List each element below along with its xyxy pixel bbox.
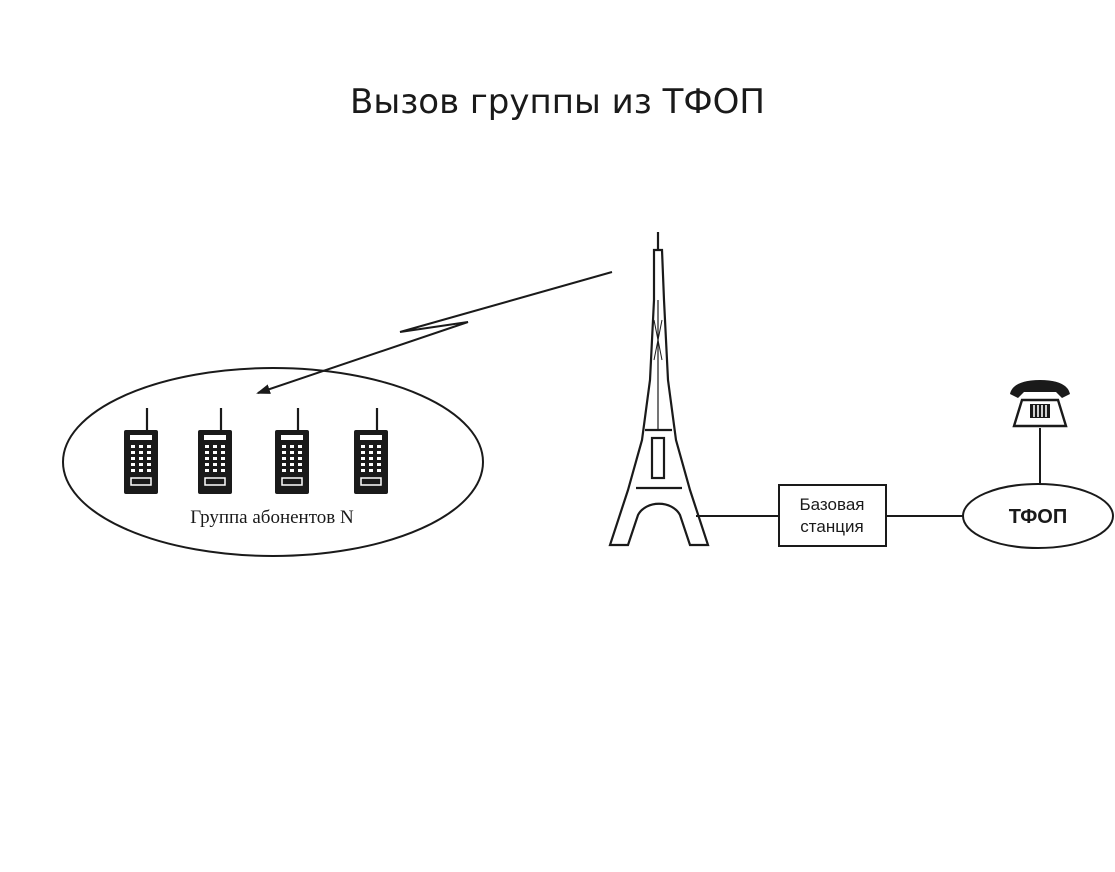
mobile-handset-icon <box>124 408 158 494</box>
mobile-handset-icon <box>354 408 388 494</box>
mobile-handset-icon <box>275 408 309 494</box>
subscriber-group: Группа абонентов N <box>62 367 484 557</box>
desk-telephone-icon <box>1010 380 1070 428</box>
radio-link-zigzag <box>256 271 613 394</box>
slide-title: Вызов группы из ТФОП <box>350 82 765 122</box>
pstn-node: ТФОП <box>962 483 1114 549</box>
base-station-label-line1: Базовая <box>800 495 865 514</box>
radio-link <box>256 271 613 394</box>
base-station-box: Базовая станция <box>778 484 887 547</box>
mobile-handset-icon <box>198 408 232 494</box>
base-station-label-line2: станция <box>800 517 863 536</box>
group-ellipse <box>62 367 484 557</box>
radio-tower-icon <box>608 232 710 547</box>
group-label: Группа абонентов N <box>190 507 354 528</box>
pstn-label: ТФОП <box>1009 506 1067 528</box>
